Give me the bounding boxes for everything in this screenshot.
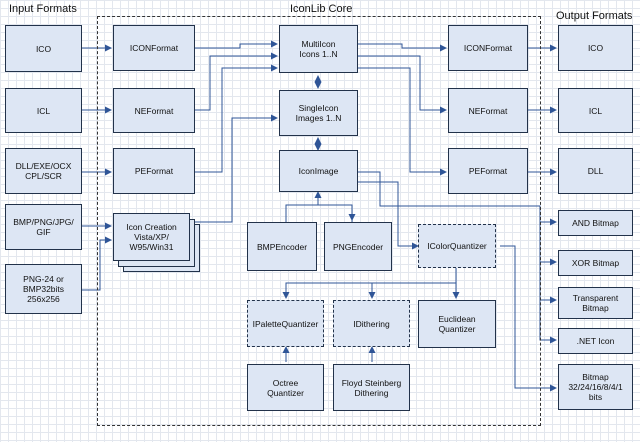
multiicon-box[interactable]: MultiIcon Icons 1..N (279, 25, 358, 73)
input-dll-label: DLL/EXE/OCX CPL/SCR (15, 161, 72, 181)
neformat-right-label: NEFormat (468, 105, 508, 116)
connector-iconimage-to-transparent (539, 262, 557, 304)
input-formats-title: Input Formats (9, 3, 77, 15)
floyd-steinberg-label: Floyd Steinberg Dithering (341, 377, 402, 398)
floyd-steinberg-box[interactable]: Floyd Steinberg Dithering (333, 364, 410, 411)
icolorquantizer-label: IColorQuantizer (427, 241, 487, 251)
input-bmp-label: BMP/PNG/JPG/ GIF (13, 217, 74, 237)
input-icl-box[interactable]: ICL (5, 88, 82, 133)
octree-quantizer-label: Octree Quantizer (267, 377, 304, 398)
neformat-left-label: NEFormat (134, 105, 174, 116)
iconimage-label: IconImage (298, 166, 339, 176)
output-formats-title: Output Formats (556, 10, 633, 22)
output-xor-bitmap-label: XOR Bitmap (571, 258, 620, 268)
iconimage-box[interactable]: IconImage (279, 150, 358, 192)
icon-creation-label: Icon Creation Vista/XP/ W95/Win31 (126, 222, 177, 252)
ipalettequantizer-box[interactable]: IPaletteQuantizer (247, 300, 324, 347)
output-and-bitmap-box[interactable]: AND Bitmap (558, 210, 633, 236)
peformat-left-box[interactable]: PEFormat (113, 148, 195, 194)
octree-quantizer-box[interactable]: Octree Quantizer (247, 364, 324, 411)
output-net-icon-label: .NET Icon (576, 336, 615, 346)
output-bitmap-label: Bitmap 32/24/16/8/4/1 bits (568, 372, 623, 402)
peformat-right-box[interactable]: PEFormat (448, 148, 528, 194)
euclidean-quantizer-label: Euclidean Quantizer (438, 314, 476, 334)
output-dll-label: DLL (587, 166, 604, 176)
icolorquantizer-box[interactable]: IColorQuantizer (418, 224, 496, 268)
peformat-left-label: PEFormat (134, 166, 174, 176)
ipalettequantizer-label: IPaletteQuantizer (252, 318, 319, 329)
bmpencoder-box[interactable]: BMPEncoder (247, 222, 317, 271)
output-ico-label: ICO (587, 43, 604, 53)
icon-creation-box[interactable]: Icon Creation Vista/XP/ W95/Win31 (113, 213, 190, 261)
singleicon-box[interactable]: SingleIcon Images 1..N (279, 90, 358, 136)
neformat-left-box[interactable]: NEFormat (113, 88, 195, 133)
input-bmp-box[interactable]: BMP/PNG/JPG/ GIF (5, 204, 82, 250)
iconlib-core-container (97, 16, 541, 426)
output-icl-box[interactable]: ICL (558, 88, 633, 133)
peformat-right-label: PEFormat (468, 166, 508, 176)
multiicon-label: MultiIcon Icons 1..N (299, 39, 338, 59)
input-png24-label: PNG-24 or BMP32bits 256x256 (22, 274, 65, 304)
neformat-right-box[interactable]: NEFormat (448, 88, 528, 133)
iconformat-left-label: ICONFormat (129, 43, 179, 53)
iconformat-left-box[interactable]: ICONFormat (113, 25, 195, 71)
input-ico-box[interactable]: ICO (5, 25, 82, 72)
connector-iconimage-to-neticon (539, 300, 557, 344)
idithering-label: IDithering (353, 318, 390, 329)
idithering-box[interactable]: IDithering (333, 300, 410, 347)
output-dll-box[interactable]: DLL (558, 148, 633, 194)
output-transparent-bitmap-label: Transparent Bitmap (572, 293, 619, 313)
iconformat-right-box[interactable]: ICONFormat (448, 25, 528, 71)
input-png24-box[interactable]: PNG-24 or BMP32bits 256x256 (5, 264, 82, 314)
pngencoder-label: PNGEncoder (332, 241, 384, 252)
input-icl-label: ICL (36, 105, 51, 116)
output-ico-box[interactable]: ICO (558, 25, 633, 71)
core-title: IconLib Core (290, 3, 353, 15)
iconformat-right-label: ICONFormat (463, 43, 513, 53)
output-icl-label: ICL (588, 105, 603, 116)
output-net-icon-box[interactable]: .NET Icon (558, 328, 633, 354)
euclidean-quantizer-box[interactable]: Euclidean Quantizer (418, 300, 496, 348)
singleicon-label: SingleIcon Images 1..N (295, 103, 342, 123)
pngencoder-box[interactable]: PNGEncoder (324, 222, 392, 271)
output-bitmap-box[interactable]: Bitmap 32/24/16/8/4/1 bits (558, 364, 633, 410)
input-dll-box[interactable]: DLL/EXE/OCX CPL/SCR (5, 148, 82, 194)
output-xor-bitmap-box[interactable]: XOR Bitmap (558, 250, 633, 276)
bmpencoder-label: BMPEncoder (256, 241, 308, 252)
output-and-bitmap-label: AND Bitmap (572, 218, 619, 228)
input-ico-label: ICO (35, 43, 52, 54)
output-transparent-bitmap-box[interactable]: Transparent Bitmap (558, 287, 633, 319)
connector-iconimage-to-xorbitmap (539, 222, 557, 266)
